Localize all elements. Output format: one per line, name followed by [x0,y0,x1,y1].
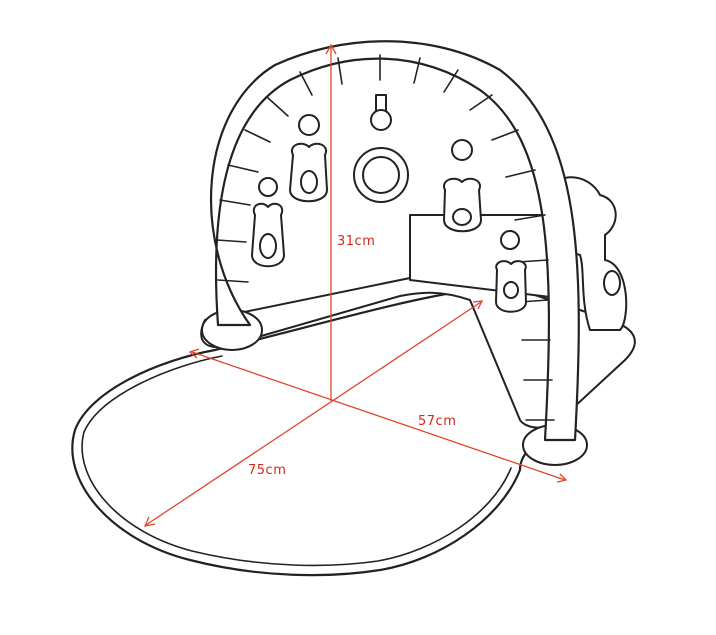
mat-edge-line [81,355,512,567]
width-dimension-line [191,351,566,481]
length-arrowhead-right [472,300,484,310]
dimension-lines [143,43,568,527]
width-arrowhead-left [188,348,200,359]
length-label: 75cm [248,463,287,478]
width-arrowhead-right [556,473,568,483]
height-arrowhead [325,43,337,55]
length-dimension-line [145,301,482,526]
width-label: 57cm [418,414,457,429]
hanging-toys [251,94,527,313]
gym-arch [209,40,580,442]
knob [603,270,621,296]
length-arrowhead-left [143,516,156,527]
height-label: 31cm [337,234,376,249]
